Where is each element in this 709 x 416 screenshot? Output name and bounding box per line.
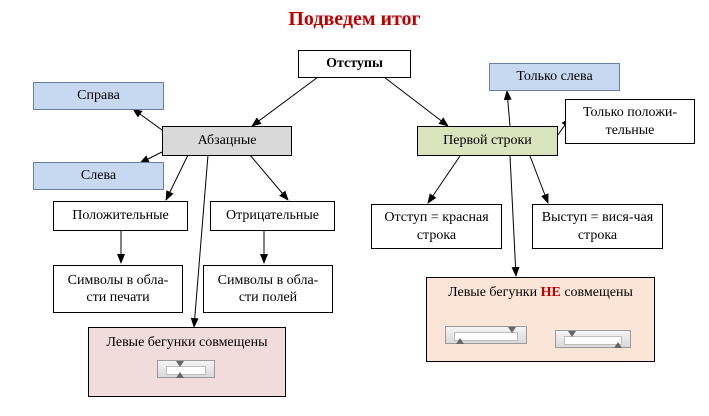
ruler-hanging-image [555,330,631,348]
ruler-first-line-image [445,326,527,344]
node-positive: Положительные [53,201,188,231]
sliders-not-aligned-suffix: совмещены [564,285,633,300]
node-indent-red-line: Отступ = красная строка [371,204,502,249]
node-left: Слева [33,162,164,190]
sliders-not-aligned-box: Левые бегунки НЕ совмещены [426,277,655,362]
sliders-not-aligned-prefix: Левые бегунки [448,285,538,300]
sliders-aligned-box: Левые бегунки совмещены [88,327,286,397]
node-paragraph: Абзацные [162,126,292,156]
node-indents: Отступы [298,50,411,78]
node-print-area: Символы в обла-сти печати [53,265,183,313]
node-hanging: Выступ = вися-чая строка [532,204,663,249]
node-margin-area: Символы в обла-сти полей [203,265,333,313]
node-only-left: Только слева [489,63,620,91]
node-first-line: Первой строки [417,126,558,156]
ruler-aligned-image [157,360,215,378]
node-only-positive: Только положи-тельные [565,99,695,144]
sliders-not-aligned-label: Левые бегунки НЕ совмещены [433,284,648,302]
node-negative: Отрицательные [210,201,335,231]
sliders-not-aligned-emphasis: НЕ [540,285,561,300]
node-right: Справа [33,82,164,110]
sliders-aligned-label: Левые бегунки совмещены [106,335,268,350]
page-title: Подведем итог [288,8,421,30]
